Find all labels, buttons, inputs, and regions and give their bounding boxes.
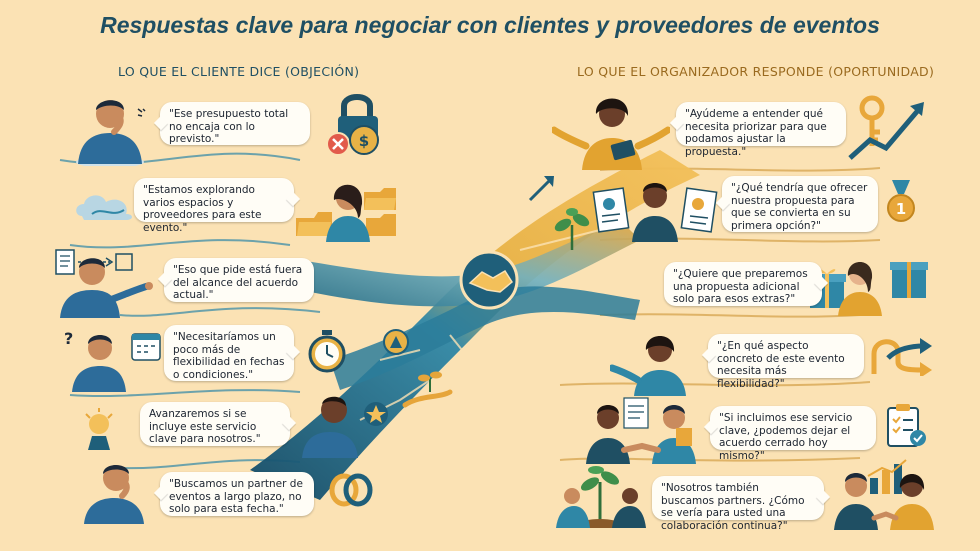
objection-text-1: "Ese presupuesto total no encaja con lo … bbox=[169, 108, 289, 145]
woman-gifts-illustration bbox=[808, 262, 928, 316]
lamp-icon bbox=[85, 408, 113, 450]
handshake-contract-illustration bbox=[586, 397, 696, 464]
response-text-4: "¿En qué aspecto concreto de este evento… bbox=[717, 340, 845, 390]
key-growth-icon bbox=[848, 95, 924, 160]
objection-bubble-2: "Estamos explorando varios espacios y pr… bbox=[134, 178, 301, 234]
objection-bubble-6: "Buscamos un partner de eventos a largo … bbox=[153, 472, 314, 516]
thinking-man-2-illustration bbox=[84, 465, 144, 524]
response-bubble-2: "¿Qué tendría que ofrecer nuestra propue… bbox=[715, 176, 878, 232]
interlocked-rings-icon bbox=[329, 473, 373, 507]
checklist-icon bbox=[887, 404, 926, 447]
partners-chart-illustration bbox=[834, 459, 934, 530]
woman-folders-illustration bbox=[296, 184, 396, 242]
woman-tablet-illustration bbox=[552, 98, 670, 170]
response-bubble-1: "Ayúdeme a entender qué necesita prioriz… bbox=[669, 102, 846, 158]
route-arrows-icon bbox=[871, 338, 932, 376]
thinking-man-illustration bbox=[76, 100, 144, 166]
planting-people-illustration bbox=[556, 466, 646, 528]
response-bubble-5: "Si incluimos ese servicio clave, ¿podem… bbox=[703, 406, 876, 462]
objection-bubble-3: "Eso que pide está fuera del alcance del… bbox=[157, 258, 314, 302]
response-bubble-6: "Nosotros también buscamos partners. ¿Có… bbox=[652, 476, 831, 532]
calendar-man-illustration: ? bbox=[64, 329, 161, 392]
right-column-header: LO QUE EL ORGANIZADOR RESPONDE (OPORTUNI… bbox=[577, 64, 935, 79]
medal-icon: 1 bbox=[887, 180, 915, 222]
padlock-dollar-icon: $ bbox=[326, 94, 379, 156]
medal-number: 1 bbox=[896, 200, 906, 218]
cloud-icon bbox=[76, 195, 132, 220]
objection-bubble-4: "Necesitaríamos un poco más de flexibili… bbox=[164, 325, 301, 381]
response-text-2: "¿Qué tendría que ofrecer nuestra propue… bbox=[731, 182, 868, 232]
page-title: Respuestas clave para negociar con clien… bbox=[100, 12, 880, 38]
thinking-man-star-illustration bbox=[302, 396, 388, 458]
response-bubble-4: "¿En qué aspecto concreto de este evento… bbox=[701, 334, 864, 390]
document-arrow-icon bbox=[55, 249, 133, 275]
response-text-1: "Ayúdeme a entender qué necesita prioriz… bbox=[685, 108, 827, 158]
left-column-header: LO QUE EL CLIENTE DICE (OBJECIÓN) bbox=[118, 64, 360, 79]
stopwatch-icon bbox=[308, 330, 346, 373]
question-mark-icon bbox=[137, 108, 146, 117]
objection-text-6: "Buscamos un partner de eventos a largo … bbox=[169, 478, 303, 515]
dollar-icon: $ bbox=[359, 132, 369, 150]
woman-gesturing-illustration bbox=[610, 336, 686, 396]
objection-text-4: "Necesitaríamos un poco más de flexibili… bbox=[173, 331, 285, 381]
response-text-5: "Si incluimos ese servicio clave, ¿podem… bbox=[719, 412, 853, 462]
objection-text-2: "Estamos explorando varios espacios y pr… bbox=[143, 184, 262, 234]
man-documents-illustration bbox=[592, 183, 718, 242]
objection-text-3: "Eso que pide está fuera del alcance del… bbox=[173, 264, 303, 301]
response-text-3: "¿Quiere que preparemos una propuesta ad… bbox=[673, 268, 808, 305]
question-mark-icon: ? bbox=[64, 329, 73, 348]
response-bubble-3: "¿Quiere que preparemos una propuesta ad… bbox=[664, 262, 829, 306]
pointing-man-illustration bbox=[60, 258, 153, 318]
objection-bubble-1: "Ese presupuesto total no encaja con lo … bbox=[153, 102, 310, 145]
response-text-6: "Nosotros también buscamos partners. ¿Có… bbox=[661, 482, 805, 532]
objection-bubble-5: Avanzaremos si se incluye este servicio … bbox=[140, 402, 297, 446]
objection-text-5: Avanzaremos si se incluye este servicio … bbox=[149, 408, 261, 445]
